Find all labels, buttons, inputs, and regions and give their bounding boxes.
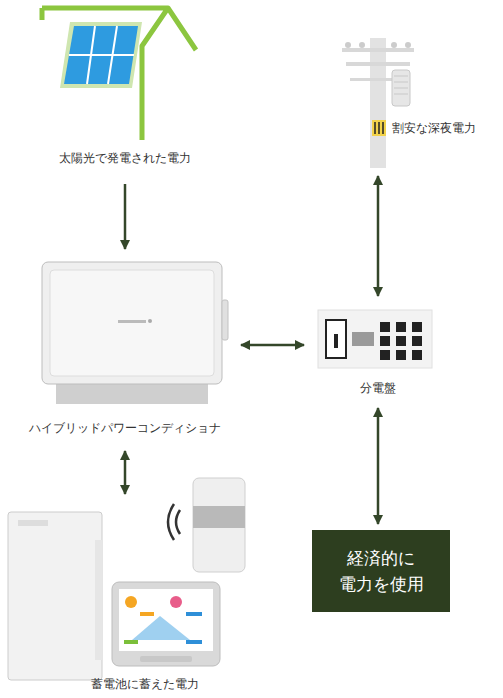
- node-caption: 太陽光で発電された電力: [30, 150, 220, 166]
- flow-arrow: [377, 408, 380, 524]
- node-caption: 割安な深夜電力: [392, 120, 497, 136]
- distribution-board-node: 分電盤: [310, 302, 446, 402]
- battery-system-illustration: [8, 478, 245, 680]
- node-caption: ハイブリッドパワーコンディショナ: [15, 420, 235, 436]
- solar-house-illustration: [42, 8, 196, 140]
- utility-pole-illustration: [342, 38, 414, 168]
- grid-pole-node: 割安な深夜電力: [330, 30, 500, 170]
- flow-arrow: [241, 344, 304, 347]
- flow-arrow: [124, 451, 127, 494]
- power-conditioner-illustration: [42, 262, 228, 404]
- solar-caption-node: 太陽光で発電された電力: [30, 0, 220, 178]
- box-text: 経済的に 電力を使用: [326, 545, 436, 597]
- usage-box: 経済的に 電力を使用: [312, 530, 450, 612]
- flow-arrow: [377, 176, 380, 296]
- flow-arrow: [124, 184, 127, 249]
- power-conditioner-node: ハイブリッドパワーコンディショナ: [15, 255, 235, 445]
- node-caption: 分電盤: [310, 380, 446, 396]
- distribution-board-illustration: [318, 310, 432, 368]
- battery-node: 蓄電池に蓄えた電力: [0, 500, 290, 698]
- node-caption: 蓄電池に蓄えた電力: [0, 676, 290, 692]
